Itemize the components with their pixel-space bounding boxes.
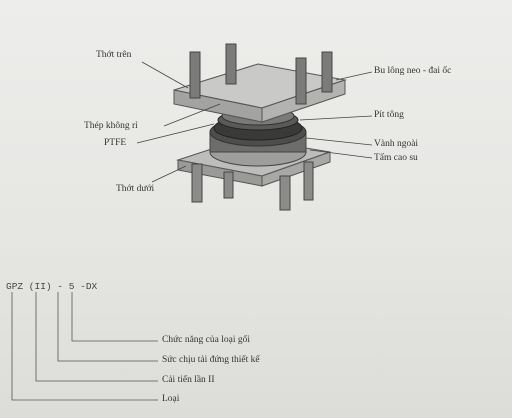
leader-lines <box>136 61 373 183</box>
code-legend-lines <box>11 292 158 401</box>
legend-item-improvement: Cải tiến lần II <box>162 375 215 385</box>
legend-item-type: Loại <box>162 394 180 404</box>
label-top-plate: Thớt trên <box>96 50 132 60</box>
label-anchor-bolt: Bu lông neo - đai ốc <box>374 66 452 76</box>
model-code: GPZ (II) - 5 -DX <box>6 281 98 292</box>
label-stainless-steel: Thép không rỉ <box>84 121 138 131</box>
bottom-anchor-bolts <box>191 161 314 211</box>
top-anchor-bolts <box>189 43 333 105</box>
bearing-core <box>209 106 307 167</box>
label-piston: Pít tông <box>374 110 404 120</box>
label-outer-ring: Vành ngoài <box>374 139 419 149</box>
legend-item-capacity: Sức chịu tải đứng thiết kế <box>162 355 260 365</box>
label-bottom-plate: Thớt dưới <box>116 184 155 194</box>
label-rubber-pad: Tấm cao su <box>374 153 418 163</box>
legend-item-function: Chức năng của loại gối <box>162 335 250 345</box>
label-ptfe: PTFE <box>104 138 127 148</box>
